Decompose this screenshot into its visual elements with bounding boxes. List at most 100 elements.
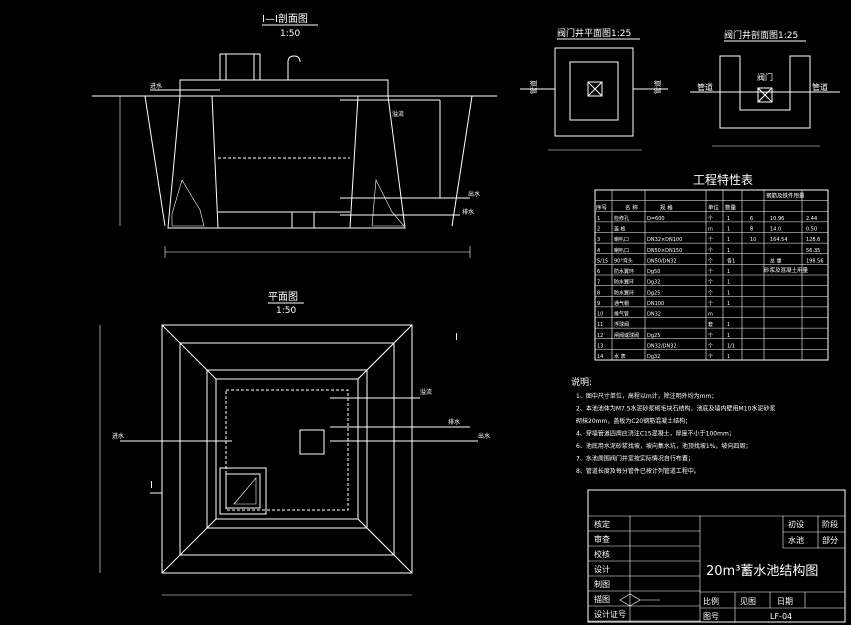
part-label: 水池 xyxy=(788,535,804,545)
table-cell-no: 12 xyxy=(597,333,603,339)
table-cell-no: 5/15 xyxy=(597,258,608,264)
drawing-title: 20m³蓄水池结构图 xyxy=(706,564,818,579)
note-line: 6、池底用水泥砂浆找坡，坡向集水坑，池顶找坡1%，坡向四周； xyxy=(576,442,751,450)
table-cell-no: 13 xyxy=(597,343,603,349)
table-cell-qty: 1 xyxy=(727,290,730,296)
table-cell-name: 闸阀或球阀 xyxy=(614,332,639,339)
table-cell-no: 9 xyxy=(597,301,600,307)
table-cell-qty: 1 xyxy=(727,216,730,222)
plan-scale: 1:50 xyxy=(276,306,296,316)
table-cell-unit: 套 xyxy=(708,321,713,328)
table-header-3: 单位 xyxy=(708,203,720,211)
table-cell-no: 6 xyxy=(597,269,600,275)
table-cell-c2: 164.54 xyxy=(770,237,788,243)
table-cell-qty: 各1 xyxy=(727,257,735,264)
table-cell-name: 喇叭口 xyxy=(614,236,629,243)
table-cell-c2: 总 重 xyxy=(770,257,782,264)
table-cell-spec: Dg25 xyxy=(647,333,660,339)
table-cell-no: 14 xyxy=(597,354,603,360)
table-header-1: 名 称 xyxy=(625,203,638,211)
table-cell-unit: 个 xyxy=(708,237,713,243)
table-cell-spec: Dg32 xyxy=(647,354,660,360)
table-cell-c2: 14.0 xyxy=(770,227,781,233)
plan-view: 平面图 1:50 进水 溢流 出水 排水 I I xyxy=(99,291,490,596)
table-cell-c3: 2.44 xyxy=(806,216,817,222)
valve-section-title: 阀门井剖面图1:25 xyxy=(724,29,798,41)
table-cell-name: 防水翼环 xyxy=(614,279,634,286)
table-cell-name: 排气管 xyxy=(614,311,629,318)
section-scale: 1:50 xyxy=(280,29,300,39)
table-cell-qty: 1 xyxy=(727,301,730,307)
table-cell-qty: 1 xyxy=(727,333,730,339)
table-cell-spec: DN100 xyxy=(647,301,664,307)
table-cell-name: 检修孔 xyxy=(614,215,629,222)
stage-value: 阶段 xyxy=(822,519,838,529)
table-header-0: 序号 xyxy=(596,203,608,211)
table-cell-unit: 个 xyxy=(708,343,713,349)
table-cell-name: 喇叭口 xyxy=(614,247,629,254)
title-block-row-label: 制图 xyxy=(594,579,610,589)
drawing-no: LF-04 xyxy=(770,612,792,621)
table-cell-unit: 个 xyxy=(708,269,713,275)
table-cell-unit: 个 xyxy=(708,248,713,254)
section-title: I—I剖面图 xyxy=(262,12,308,25)
plan-outlet-label: 出水 xyxy=(478,432,490,440)
table-cell-unit: 个 xyxy=(708,354,713,360)
table-cell-no: 10 xyxy=(597,312,603,318)
note-line: 1、图中尺寸单位，高程以m计，除注明外均为mm； xyxy=(576,392,717,400)
table-cell-no: 3 xyxy=(597,237,600,243)
table-header-4: 数量 xyxy=(725,203,737,211)
table-cell-spec: DN50/DN32 xyxy=(647,258,677,264)
table-cell-name: 水 表 xyxy=(614,353,626,360)
title-block-row-label: 描图 xyxy=(594,594,610,604)
table-cell-qty: 1 xyxy=(727,354,730,360)
drawing-no-label: 图号 xyxy=(703,612,719,621)
note-line: 4、穿墙管道四周应浇注C15混凝土，厚度不小于100mm； xyxy=(576,430,735,438)
notes-heading: 说明: xyxy=(571,376,592,388)
table-cell-unit: 个 xyxy=(708,216,713,222)
table-cell-unit: 个 xyxy=(708,290,713,296)
plan-title: 平面图 xyxy=(268,291,298,303)
table-cell-c2: 10.96 xyxy=(770,216,784,222)
table-cell-spec: DN32×DN100 xyxy=(647,237,682,243)
plan-section-mark-left: I xyxy=(150,480,153,491)
part-value: 部分 xyxy=(822,535,838,545)
table-cell-no: 7 xyxy=(597,280,600,286)
table-cell-spec: D=600 xyxy=(647,216,665,222)
title-block-row-label: 校核 xyxy=(594,549,610,559)
valve-plan-view: 阀门井平面图1:25 管道 管道 xyxy=(520,27,668,151)
table-cell-no: 8 xyxy=(597,290,600,296)
table-cell-c3: 0.50 xyxy=(806,227,817,233)
table-cell-c3: 198.56 xyxy=(806,258,824,264)
table-cell-name: 盖 板 xyxy=(614,226,626,233)
table-cell-no: 4 xyxy=(597,248,600,254)
section-outlet-label: 出水 xyxy=(468,190,480,198)
table-cell-no: 2 xyxy=(597,227,600,233)
plan-drain-label: 排水 xyxy=(448,418,460,426)
table-cell-spec: DN32/DN32 xyxy=(647,343,677,349)
section-view: I—I剖面图 1:50 进水 溢流 xyxy=(92,12,497,258)
section-inlet-label: 进水 xyxy=(150,82,162,90)
title-block-row-label: 审查 xyxy=(594,534,610,544)
table-cell-unit: m xyxy=(708,227,713,233)
table-cell-name: 浮球阀 xyxy=(614,321,629,328)
table-header-2: 规 格 xyxy=(660,203,673,211)
note-line: 8、管道长度及每分管件已按计列管道工程中。 xyxy=(576,467,700,475)
table-cell-spec: DN50×DN150 xyxy=(647,248,682,254)
valve-section-valve-label: 阀门 xyxy=(757,72,773,82)
logo-mark xyxy=(619,593,660,607)
features-table-title: 工程特性表 xyxy=(693,172,753,187)
table-cell-unit: 个 xyxy=(708,301,713,307)
section-overflow-label: 溢流 xyxy=(392,110,404,118)
table-cell-c3: 56.35 xyxy=(806,248,820,254)
note-line: 2、本池池体为M7.5水泥砂浆砌毛块石结构，池底及墙内壁用M10水泥砂浆 xyxy=(576,405,775,413)
table-cell-spec: Dg25 xyxy=(647,290,660,296)
table-cell-no: 11 xyxy=(597,322,603,328)
table-cell-c3: 128.6 xyxy=(806,237,820,243)
table-cell-name: 通气帽 xyxy=(614,300,629,307)
valve-plan-pipe-left: 管道 xyxy=(529,80,538,94)
note-line: 7、水池周围阀门井室按实际情况自行布置； xyxy=(576,455,694,463)
plan-overflow-label: 溢流 xyxy=(420,388,432,396)
